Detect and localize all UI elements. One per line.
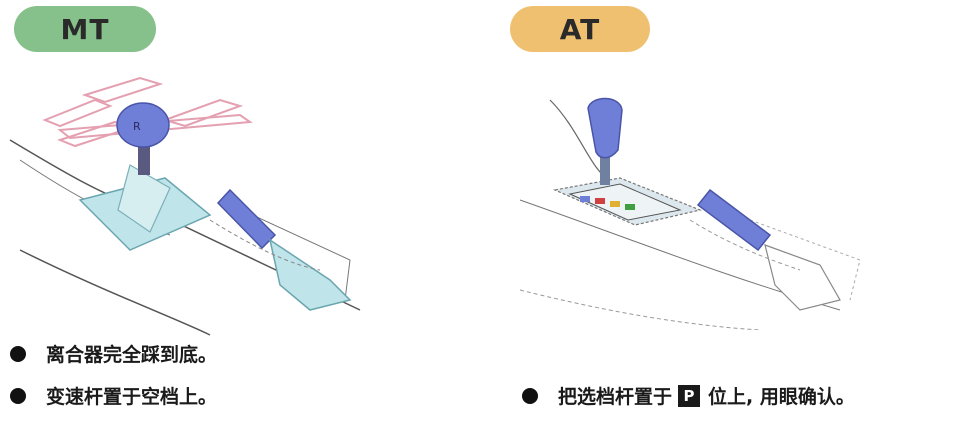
park-position-icon: P <box>678 384 701 407</box>
bullet-icon <box>10 387 26 404</box>
at-instruction-1: 把选档杆置于 P 位上, 用眼确认。 <box>522 382 855 409</box>
parking-brake-icon <box>209 188 352 311</box>
mt-instruction-1: 离合器完全踩到底。 <box>10 340 217 367</box>
at-badge: AT <box>510 6 650 52</box>
bullet-icon <box>522 387 538 404</box>
mt-badge: MT <box>14 6 156 52</box>
svg-text:R: R <box>133 120 141 133</box>
at-instruction-text-before: 把选档杆置于 <box>558 386 673 408</box>
automatic-selector-illustration <box>519 97 861 330</box>
gear-position-panel <box>552 177 703 226</box>
at-instruction-text-after: 位上, 用眼确认。 <box>708 386 855 408</box>
bullet-icon <box>10 345 26 362</box>
mt-knob-icon <box>116 102 170 148</box>
mt-badge-label: MT <box>60 12 110 46</box>
at-badge-label: AT <box>559 12 601 46</box>
mt-instruction-text-1: 离合器完全踩到底。 <box>46 344 218 366</box>
mt-instruction-2: 变速杆置于空档上。 <box>10 382 217 409</box>
at-selector-knob-icon <box>587 97 623 159</box>
manual-shifter-illustration: R <box>9 76 361 336</box>
parking-brake-icon <box>689 188 841 311</box>
mt-instruction-text-2: 变速杆置于空档上。 <box>46 386 218 408</box>
